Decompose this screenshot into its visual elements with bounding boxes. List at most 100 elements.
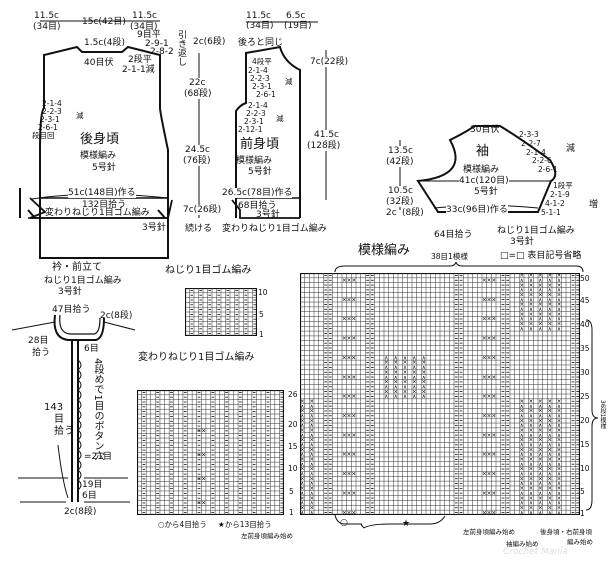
collar-six-sts-bottom: 6目 — [82, 491, 97, 501]
stitch-symbol: ∧ — [520, 404, 524, 410]
chart-var-rib-row-26: 26 — [288, 390, 298, 399]
sleeve-inc-flat: 1段平 — [553, 181, 573, 190]
stitch-symbol: ∧ — [548, 297, 552, 303]
stitch-symbol: ∧ — [520, 462, 524, 468]
stitch-symbol: ✕ — [487, 375, 491, 381]
stitch-symbol: ✕ — [519, 496, 523, 502]
stitch-symbol: ✕ — [342, 510, 346, 515]
collar-pattern: ねじり1目ゴム編み — [44, 276, 122, 286]
stitch-symbol: ✕ — [519, 428, 523, 434]
stitch-symbol: ∧ — [529, 317, 533, 323]
stitch-symbol: ✕ — [487, 297, 491, 303]
stitch-symbol: ✕ — [538, 486, 542, 492]
front-body-outline — [235, 45, 301, 218]
stitch-symbol: ✕ — [403, 380, 407, 386]
sleeve-cap-dec-label: 減 — [566, 144, 576, 154]
stitch-symbol: ✕ — [201, 453, 205, 459]
stitch-symbol: ✕ — [412, 389, 416, 395]
stitch-symbol: ✕ — [491, 452, 495, 458]
stitch-symbol: ∧ — [300, 501, 304, 507]
stitch-symbol: ✕ — [547, 457, 551, 463]
front-shoulder-dim: 11.5c — [246, 11, 271, 21]
stitch-symbol: ∧ — [529, 443, 533, 449]
front-pickup: 68目拾う — [238, 201, 277, 211]
collar-six-sts: 6目 — [84, 344, 99, 354]
collar-side-pickup-label: 拾う — [32, 348, 51, 358]
stitch-symbol: ∧ — [529, 278, 533, 284]
stitch-symbol: ∧ — [529, 423, 533, 429]
stitch-symbol: ✕ — [557, 428, 561, 434]
stitch-symbol: ∧ — [412, 355, 416, 361]
stitch-symbol: ∧ — [529, 307, 533, 313]
collar-needle: 3号針 — [58, 287, 82, 297]
stitch-symbol: ✕ — [342, 278, 346, 284]
stitch-symbol: ✕ — [309, 476, 313, 482]
collar-width-bottom: 2c(8段) — [64, 507, 97, 517]
stitch-symbol: ✕ — [529, 447, 533, 453]
stitch-symbol: ✕ — [342, 413, 346, 419]
front-total-length: 41.5c — [314, 130, 339, 140]
stitch-symbol: ∧ — [538, 317, 542, 323]
stitch-symbol: ✕ — [482, 297, 486, 303]
stitch-symbol: ✕ — [538, 457, 542, 463]
stitch-symbol: ✕ — [300, 486, 304, 492]
chart-twisted-rib-grid — [184, 287, 258, 337]
stitch-symbol: ✕ — [557, 312, 561, 318]
chart-var-rib-circle-note: ○から4目拾う — [158, 520, 207, 529]
stitch-symbol: ✕ — [491, 510, 495, 515]
back-shoulder-right-dim: 11.5c — [132, 11, 157, 21]
chart-pattern-row-45: 45 — [580, 296, 590, 305]
stitch-symbol: ✕ — [300, 505, 304, 511]
stitch-symbol: ∧ — [529, 326, 533, 332]
chart-pattern-start-back: 後身頃・右前身頃 — [540, 528, 592, 536]
stitch-symbol: ✕ — [347, 433, 351, 439]
stitch-symbol: ∧ — [557, 326, 561, 332]
stitch-symbol: ✕ — [421, 380, 425, 386]
stitch-symbol: ∧ — [557, 472, 561, 478]
sleeve-cast-on: 33c(96目)作る — [446, 205, 508, 215]
stitch-symbol: ✕ — [300, 428, 304, 434]
stitch-symbol: ∧ — [520, 510, 524, 515]
sleeve-pattern: 模様編み — [463, 165, 500, 175]
stitch-symbol: ✕ — [547, 476, 551, 482]
stitch-symbol: ✕ — [529, 283, 533, 289]
stitch-symbol: ∧ — [310, 501, 314, 507]
stitch-symbol: ∧ — [300, 404, 304, 410]
stitch-symbol: ∧ — [548, 433, 552, 439]
stitch-symbol: ∧ — [300, 491, 304, 497]
stitch-symbol: ∧ — [529, 288, 533, 294]
stitch-symbol: ✕ — [351, 433, 355, 439]
stitch-symbol: ✕ — [557, 457, 561, 463]
stitch-symbol: ✕ — [557, 505, 561, 511]
stitch-symbol: ✕ — [529, 302, 533, 308]
stitch-symbol: ✕ — [538, 476, 542, 482]
collar-width: 2c(8段) — [100, 311, 133, 321]
sleeve-cap-dec-2: 2-1-4 — [526, 148, 546, 157]
stitch-symbol: ✕ — [529, 399, 533, 405]
stitch-symbol: ✕ — [351, 317, 355, 323]
front-pattern: 模様編み — [236, 156, 273, 166]
stitch-symbol: ∧ — [403, 365, 407, 371]
stitch-symbol: ✕ — [482, 491, 486, 497]
stitch-symbol: ✕ — [547, 428, 551, 434]
collar-title: 衿・前立て — [52, 262, 102, 273]
chart-var-rib-grid: ✕✕✕✕✕✕✕✕ — [136, 389, 285, 516]
stitch-symbol: ∧ — [384, 365, 388, 371]
chart-pattern-row-50: 50 — [580, 274, 590, 283]
stitch-symbol: ✕ — [538, 292, 542, 298]
stitch-symbol: ✕ — [557, 496, 561, 502]
stitch-symbol: ✕ — [384, 389, 388, 395]
back-cast-on: 51c(148目)作る — [68, 188, 136, 198]
stitch-symbol: ✕ — [347, 336, 351, 342]
stitch-symbol: ✕ — [309, 467, 313, 473]
stitch-symbol: ✕ — [491, 355, 495, 361]
sleeve-body-height: 10.5c — [388, 186, 413, 196]
stitch-symbol: ✕ — [300, 496, 304, 502]
rib-length-dim: 7c(26段) — [183, 205, 222, 215]
sleeve-cap-dec-0: 2-3-3 — [519, 130, 539, 139]
stitch-symbol: ✕ — [487, 355, 491, 361]
stitch-symbol: ✕ — [557, 438, 561, 444]
front-rib: 変わりねじり1目ゴム編み — [222, 224, 327, 234]
sleeve-cap-dec-4: 2-6-1 — [538, 165, 558, 174]
collar-buttonhole-note: 4段めで1目のボタン穴 — [92, 358, 103, 461]
